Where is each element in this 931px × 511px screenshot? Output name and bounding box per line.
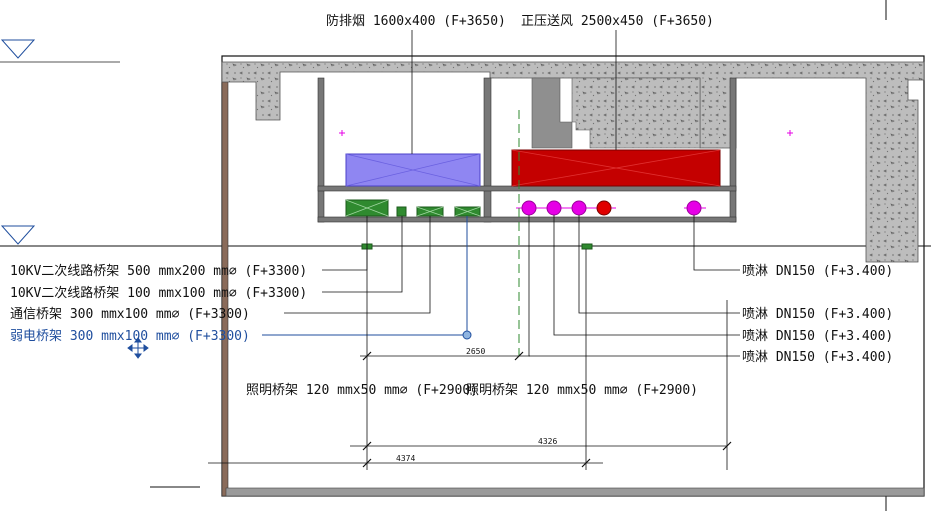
point-markers <box>339 130 793 136</box>
dimension-4374: 4374 <box>396 454 415 463</box>
dimension-lines <box>208 249 732 470</box>
light-tray-label-2: 照明桥架 120 mmx50 mm⌀ (F+2900) <box>466 383 698 398</box>
light-tray-right <box>581 243 593 250</box>
sprinkler-label-1: 喷淋 DN150 (F+3.400) <box>742 264 893 279</box>
tray-telecom <box>416 206 444 217</box>
sprinkler-4 <box>596 200 612 216</box>
tray-label-2: 10KV二次线路桥架 100 mmx100 mm⌀ (F+3300) <box>10 285 307 301</box>
dimension-2650: 2650 <box>466 347 485 356</box>
pressurization-duct <box>511 149 721 187</box>
tray-weak-current <box>454 206 481 217</box>
sprinkler-3 <box>571 200 587 216</box>
duct-leaders <box>411 30 617 154</box>
sprinkler-1 <box>521 200 537 216</box>
support-frame <box>317 77 737 223</box>
selected-tray-leader[interactable] <box>262 216 472 340</box>
sprinkler-label-2: 喷淋 DN150 (F+3.400) <box>742 307 893 322</box>
sprinkler-label-4: 喷淋 DN150 (F+3.400) <box>742 350 893 365</box>
sprinkler-label-3: 喷淋 DN150 (F+3.400) <box>742 329 893 344</box>
beam-light <box>571 77 701 149</box>
move-cursor-icon <box>127 337 149 359</box>
level-marker-top <box>0 39 120 63</box>
smoke-duct-label: 防排烟 1600x400 (F+3650) <box>326 13 506 29</box>
level-marker-middle <box>0 225 931 247</box>
sprinkler-pipes <box>516 200 706 216</box>
tray-label-1: 10KV二次线路桥架 500 mmx200 mm⌀ (F+3300) <box>10 263 307 279</box>
tray-label-4-selected[interactable]: 弱电桥架 300 mmx100 mm⌀ (F+3300) <box>10 329 250 344</box>
light-tray-label-1: 照明桥架 120 mmx50 mm⌀ (F+2900) <box>246 383 478 398</box>
floor-slab <box>225 487 925 497</box>
dimension-4326: 4326 <box>538 437 557 446</box>
sprinkler-leaders <box>528 215 740 357</box>
sprinkler-5 <box>686 200 702 216</box>
grip-handle <box>462 330 472 340</box>
tray-label-3: 通信桥架 300 mmx100 mm⌀ (F+3300) <box>10 307 250 322</box>
tray-10kv-100 <box>396 206 407 217</box>
sprinkler-2 <box>546 200 562 216</box>
smoke-exhaust-duct <box>345 153 481 187</box>
air-duct-label: 正压送风 2500x450 (F+3650) <box>521 14 714 29</box>
tray-10kv-500 <box>345 199 389 217</box>
beam-dark <box>531 77 573 149</box>
